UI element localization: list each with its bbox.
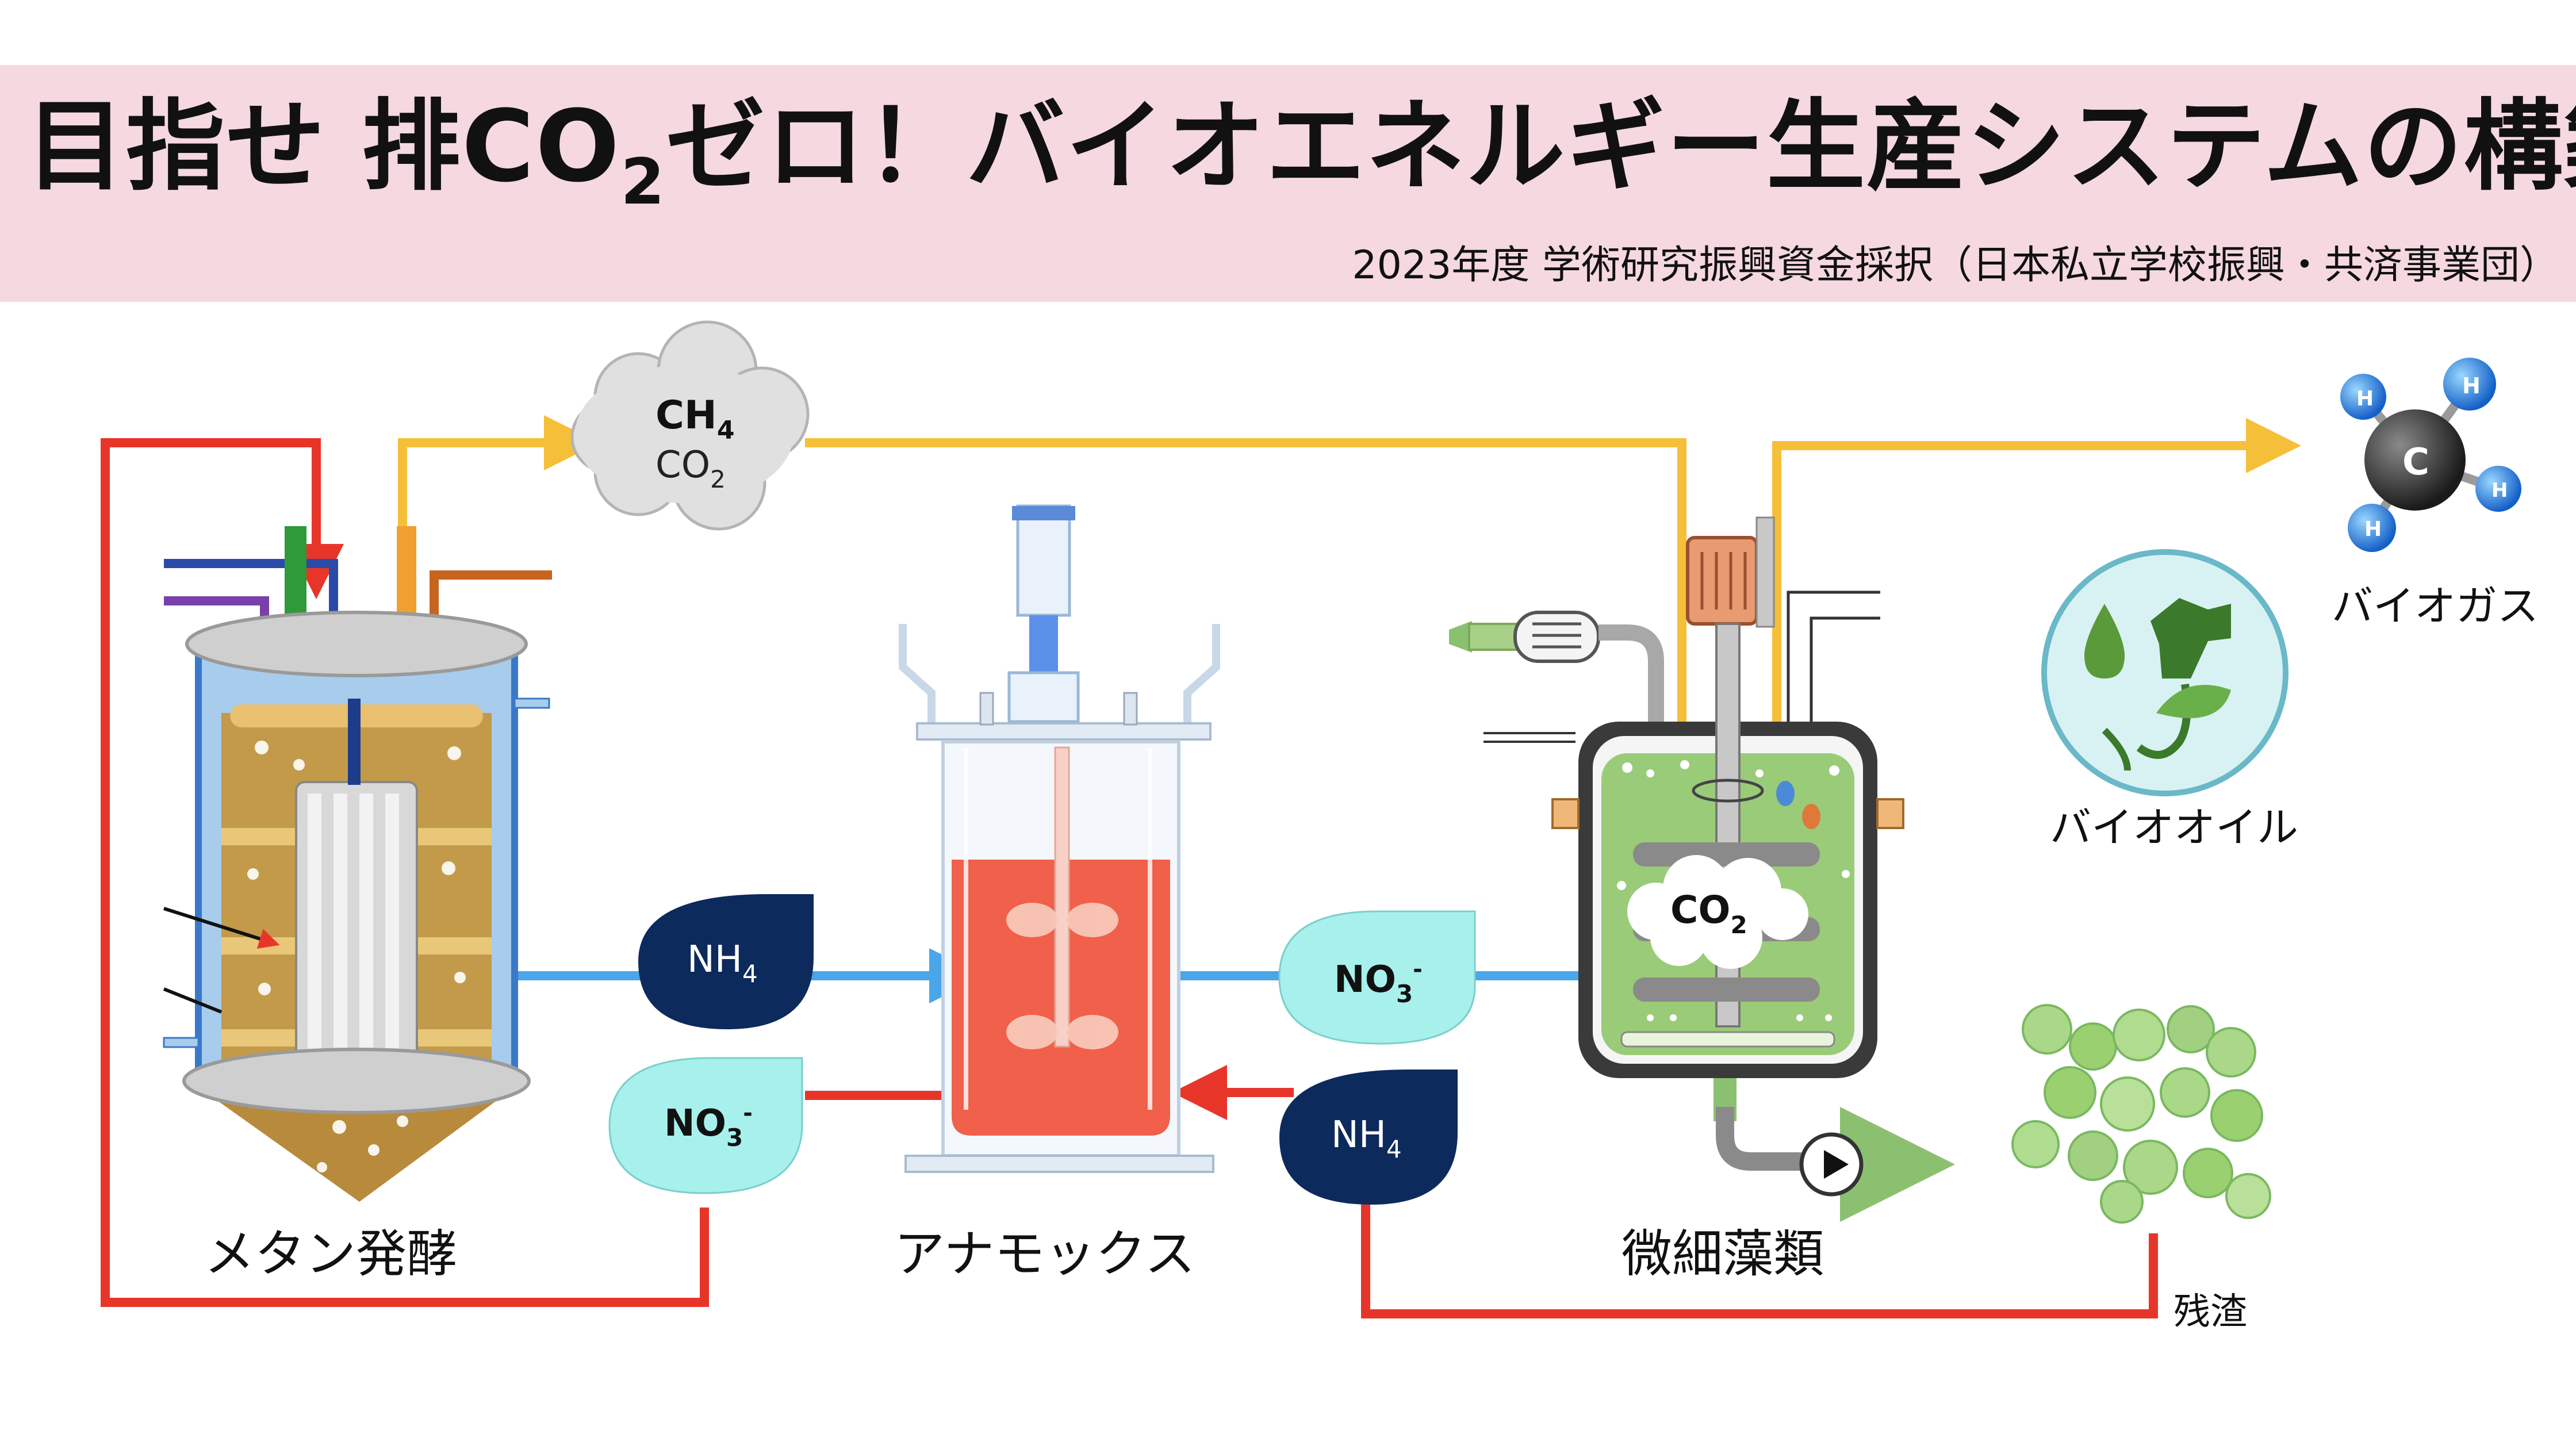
cloud-co2-label: CO2 <box>656 444 726 493</box>
reactor-co2-label: CO2 <box>1670 888 1747 939</box>
svg-text:NH4: NH4 <box>687 938 758 988</box>
methane-fermenter <box>163 526 552 1202</box>
title-band <box>0 65 2576 302</box>
svg-text:C: C <box>2402 441 2429 484</box>
tag-no3-left: NO3- <box>608 1057 803 1194</box>
svg-text:H: H <box>2491 479 2508 502</box>
svg-text:NO3-: NO3- <box>1334 956 1423 1008</box>
tag-no3-right: NO3- <box>1278 910 1476 1045</box>
label-biogas: バイオガス <box>2332 582 2539 630</box>
label-methane-fermentation: メタン発酵 <box>204 1224 458 1283</box>
cloud-ch4-label: CH4 <box>656 393 734 445</box>
label-biooil: バイオオイル <box>2050 803 2299 852</box>
label-anammox: アナモックス <box>894 1224 1195 1283</box>
red-flow-methane-loop <box>101 438 709 1307</box>
svg-text:NH4: NH4 <box>1331 1114 1402 1163</box>
methane-molecule-icon: C H H H H <box>2340 358 2521 552</box>
microalgae-reactor: CO2 <box>1449 516 1955 1222</box>
label-microalgae: 微細藻類 <box>1621 1224 1824 1283</box>
svg-text:H: H <box>2462 373 2481 398</box>
svg-text:NO3-: NO3- <box>664 1100 753 1152</box>
biooil-icon <box>2041 549 2288 796</box>
label-residue: 残渣 <box>2174 1291 2247 1333</box>
page-title: 目指せ 排CO2ゼロ！バイオエネルギー生産システムの構築 <box>26 89 2576 218</box>
algae-residue-icon <box>2011 1004 2271 1224</box>
biogas-cloud: CH4 CO2 <box>570 320 810 531</box>
svg-text:H: H <box>2356 387 2374 411</box>
red-flow-residue-loop <box>1361 1179 2158 1318</box>
page-subtitle: 2023年度 学術研究振興資金採択（日本私立学校振興・共済事業団） <box>1352 243 2559 288</box>
anammox-reactor <box>899 504 1220 1173</box>
svg-text:H: H <box>2364 518 2382 541</box>
tag-nh4-bottom: NH4 <box>1279 1070 1458 1205</box>
tag-nh4-top: NH4 <box>638 894 814 1029</box>
